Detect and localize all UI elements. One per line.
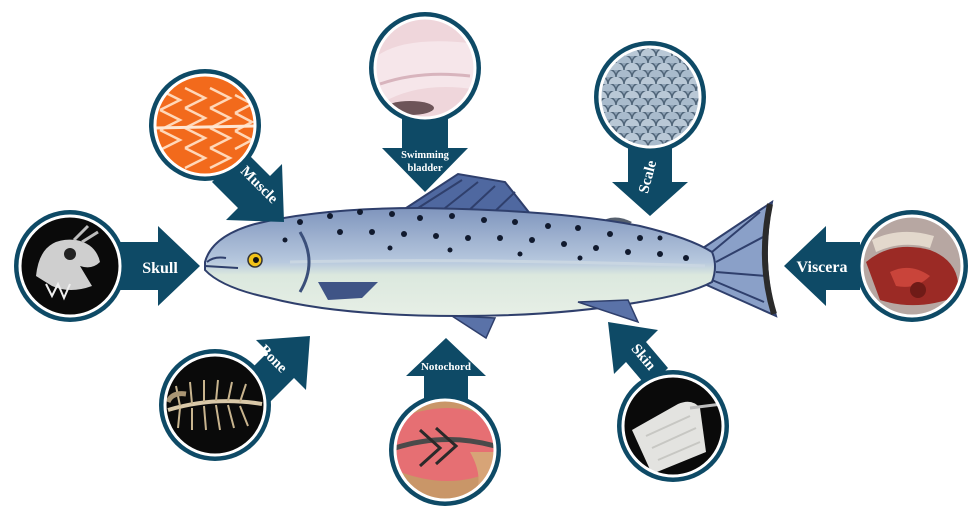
pelvic-fin	[452, 316, 495, 338]
label-notochord: Notochord	[421, 361, 471, 373]
skin-callout: Skin	[608, 322, 729, 482]
muscle-callout: Muscle	[149, 69, 284, 222]
anal-fin	[578, 300, 638, 322]
label-bladder: bladder	[407, 163, 442, 174]
label-skull: Skull	[142, 260, 178, 277]
viscera-callout: Viscera	[784, 210, 968, 322]
notochord-callout: Notochord	[389, 338, 501, 506]
label-swimming: Swimming	[401, 150, 450, 161]
skull-callout: Skull	[14, 210, 200, 322]
bone-callout: Bone	[159, 336, 310, 461]
scale-callout: Scale	[594, 41, 706, 216]
label-viscera: Viscera	[797, 259, 848, 276]
swimming-bladder-callout: Swimming bladder	[369, 12, 481, 192]
salmon-illustration	[205, 174, 776, 338]
